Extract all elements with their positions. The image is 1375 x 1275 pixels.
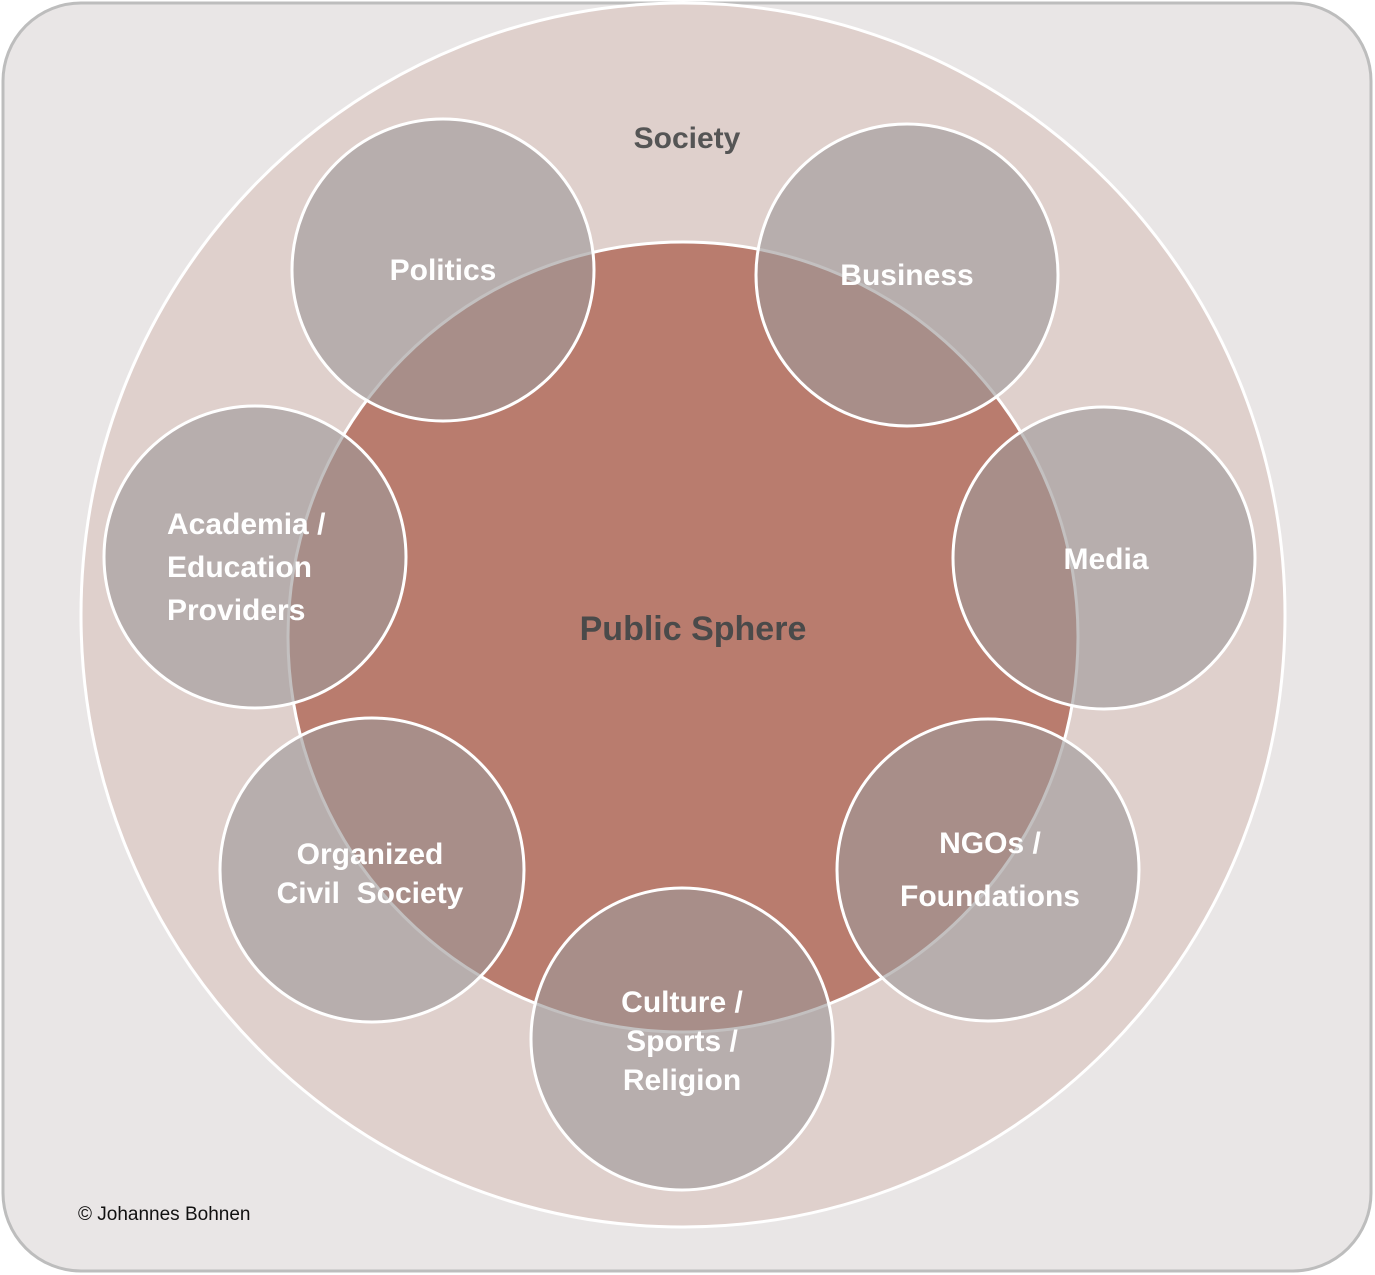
sector-label-line: Civil Society [277,877,464,910]
sector-label-culture: Culture / Sports / Religion [621,986,743,1097]
sector-label-line: Education [167,551,312,584]
sector-label-line: NGOs / [939,827,1041,860]
sector-label-media: Media [1063,543,1148,576]
sector-circle-ngos [835,717,1141,1023]
sector-label-ngos: NGOs / Foundations [900,827,1080,913]
sector-label-politics: Politics [390,254,497,287]
sector-label-line: Business [840,259,973,292]
copyright-text: © Johannes Bohnen [78,1204,250,1225]
sector-circle-politics [290,117,596,423]
sector-label-line: Culture / [621,986,743,1019]
sector-circle-culture [529,886,835,1192]
sector-label-line: Foundations [900,880,1080,913]
society-label: Society [634,122,741,155]
sector-label-line: Academia / [167,508,326,541]
sector-label-line: Religion [623,1064,741,1097]
sector-circle-business [754,122,1060,428]
sector-label-business: Business [840,259,973,292]
sector-circle-media [951,405,1257,711]
sector-label-line: Media [1063,543,1148,576]
sector-circle-civil-society [218,716,526,1024]
sector-label-line: Organized [297,838,444,871]
sector-label-line: Politics [390,254,497,287]
sector-label-line: Sports / [626,1025,738,1058]
public-sphere-label: Public Sphere [580,610,807,648]
sector-label-line: Providers [167,594,305,627]
sector-circle-academia [102,404,408,710]
